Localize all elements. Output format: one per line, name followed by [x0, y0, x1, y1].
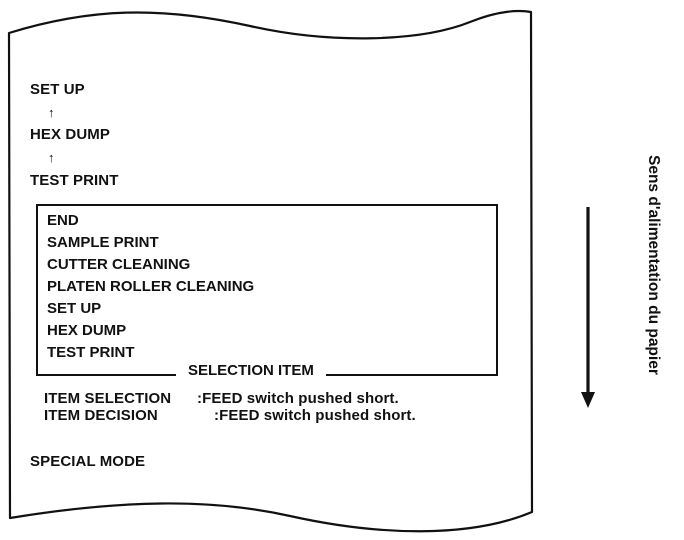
sequence-set-up: SET UP — [30, 81, 85, 98]
menu-item-sample-print: SAMPLE PRINT — [47, 234, 159, 251]
item-selection-value: :FEED switch pushed short. — [197, 390, 399, 407]
up-arrow-icon: ↑ — [48, 150, 55, 165]
paper-outline — [7, 9, 534, 533]
sequence-hex-dump: HEX DUMP — [30, 126, 110, 143]
item-decision-value: :FEED switch pushed short. — [214, 407, 416, 424]
item-selection-key: ITEM SELECTION — [44, 390, 172, 407]
menu-item-set-up: SET UP — [47, 300, 102, 317]
item-decision-key: ITEM DECISION — [44, 407, 158, 424]
menu-item-end: END — [47, 212, 79, 229]
sequence-test-print: TEST PRINT — [30, 172, 119, 189]
menu-item-test-print: TEST PRINT — [47, 344, 135, 361]
selection-item-label: SELECTION ITEM — [176, 362, 326, 380]
special-mode-label: SPECIAL MODE — [30, 453, 146, 470]
menu-item-platen-roller-cleaning: PLATEN ROLLER CLEANING — [47, 278, 255, 295]
up-arrow-icon: ↑ — [48, 105, 55, 120]
feed-direction-label: Sens d'alimentation du papier — [645, 155, 662, 375]
menu-item-hex-dump: HEX DUMP — [47, 322, 127, 339]
menu-item-cutter-cleaning: CUTTER CLEANING — [47, 256, 191, 273]
down-arrow-icon — [581, 207, 595, 408]
